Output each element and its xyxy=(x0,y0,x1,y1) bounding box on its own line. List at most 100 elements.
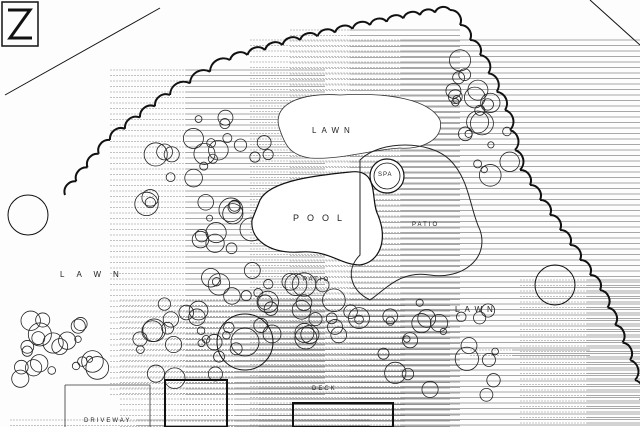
shrub-symbol xyxy=(382,308,398,325)
shrub-symbol xyxy=(294,326,318,350)
shrub-symbol xyxy=(206,214,213,222)
shrub-symbol xyxy=(141,189,159,207)
shrub-symbol xyxy=(144,197,156,209)
shrub-symbol xyxy=(291,272,317,297)
shrub-symbol xyxy=(452,95,462,104)
shrub-symbol xyxy=(295,294,313,311)
shrub-symbol xyxy=(257,294,273,310)
shrub-symbol xyxy=(240,290,252,302)
shrub-symbol xyxy=(206,138,216,148)
north-arrow-icon xyxy=(1,1,39,47)
house-right xyxy=(292,402,394,427)
shrub-symbol xyxy=(188,308,206,326)
shrub-symbol xyxy=(134,191,159,217)
shrub-symbol xyxy=(73,317,88,331)
shrub-symbol xyxy=(478,164,502,187)
lawn-top-area xyxy=(277,94,442,159)
shrub-symbol xyxy=(467,79,489,101)
patio-right-label: PATIO xyxy=(412,222,440,228)
pool-outline xyxy=(251,171,383,266)
deck-label: DECK xyxy=(312,386,337,392)
shrub-symbol xyxy=(205,222,227,244)
shrub-symbol xyxy=(401,367,415,381)
lawn-top-label: LAWN xyxy=(312,126,355,135)
shrub-symbol xyxy=(225,242,238,255)
shrub-symbol xyxy=(14,359,29,375)
shrub-symbol xyxy=(348,307,370,329)
shrub-symbol xyxy=(71,361,81,371)
shrub-symbol xyxy=(163,367,186,389)
shrub-symbol xyxy=(223,321,235,334)
driveway-outline xyxy=(64,384,151,427)
shrub-symbol xyxy=(327,319,343,335)
shrub-symbol xyxy=(35,312,51,328)
shrub-symbol xyxy=(384,361,407,384)
shrub-symbol xyxy=(480,303,496,318)
shrub-symbol xyxy=(85,356,110,380)
property-line-right xyxy=(589,0,640,46)
shrub-symbol xyxy=(11,369,30,388)
shrub-symbol xyxy=(402,332,419,349)
shrub-symbol xyxy=(207,366,223,382)
shrub-symbol xyxy=(31,331,46,345)
shrub-symbol xyxy=(199,161,209,171)
shrub-symbol xyxy=(256,290,279,314)
shrub-symbol xyxy=(481,352,496,367)
shrub-symbol xyxy=(460,337,478,355)
shrub-symbol xyxy=(486,373,501,388)
shrub-symbol xyxy=(243,262,261,279)
center-planter xyxy=(216,313,274,371)
shrub-symbol xyxy=(454,346,479,371)
house-left xyxy=(164,379,228,427)
shrub-symbol xyxy=(229,342,243,356)
shrub-symbol xyxy=(161,321,174,335)
shrub-symbol xyxy=(47,366,56,375)
shrub-symbol xyxy=(473,159,482,169)
shrub-symbol xyxy=(136,345,145,354)
shrub-symbol xyxy=(156,143,173,161)
shrub-symbol xyxy=(51,338,69,355)
lawn-right-label: LAWN xyxy=(455,305,498,314)
shrub-symbol xyxy=(281,272,300,291)
shrub-symbol xyxy=(385,316,395,326)
shrub-symbol xyxy=(322,288,346,313)
shrub-symbol xyxy=(188,300,209,321)
shrub-symbol xyxy=(197,194,214,211)
shrub-symbol xyxy=(487,141,495,149)
shrub-symbol xyxy=(208,139,229,161)
shrub-symbol xyxy=(193,142,216,165)
shrub-symbol xyxy=(165,336,183,354)
shrub-symbol xyxy=(458,68,472,81)
shrub-symbol xyxy=(256,135,272,150)
shrub-symbol xyxy=(162,311,179,328)
shrub-symbol xyxy=(343,304,358,319)
shrub-symbol xyxy=(86,355,93,363)
shrub-symbol xyxy=(184,168,203,188)
shrub-symbol xyxy=(502,126,512,137)
tree-canopy-border xyxy=(63,5,640,400)
shrub-symbol xyxy=(466,110,490,134)
shrub-symbol xyxy=(81,350,104,373)
shrub-symbol xyxy=(21,345,33,357)
shrub-symbol xyxy=(470,111,494,136)
shrub-symbol xyxy=(142,318,166,342)
shrub-symbol xyxy=(182,128,204,149)
shrub-symbol xyxy=(308,312,323,327)
shrub-symbol xyxy=(284,273,308,296)
shrub-symbol xyxy=(132,331,148,347)
shrub-symbol xyxy=(178,304,195,321)
shrub-symbol xyxy=(480,92,501,113)
patio-outline xyxy=(350,144,483,301)
shrub-symbol xyxy=(262,149,274,161)
shrub-symbol xyxy=(474,104,486,116)
canopy-scallop xyxy=(63,5,640,400)
shrub-symbol xyxy=(30,354,49,373)
shrub-symbol xyxy=(354,314,364,325)
pool-label: POOL xyxy=(293,213,351,223)
shrub-symbol xyxy=(194,115,203,123)
shrub-symbol xyxy=(473,311,487,325)
shrub-symbol xyxy=(263,279,274,290)
tree-left xyxy=(7,194,49,236)
shrub-symbol xyxy=(211,277,222,287)
